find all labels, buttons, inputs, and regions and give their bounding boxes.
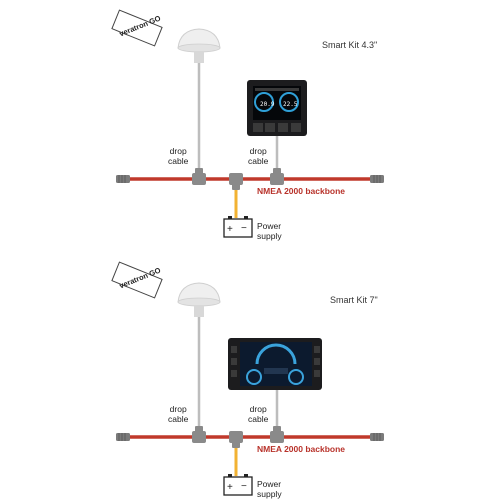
kit-title-7: Smart Kit 7" — [330, 295, 378, 305]
wiring-diagram-7: + − — [111, 261, 384, 496]
t-connector-3 — [270, 431, 284, 443]
antenna-dome — [177, 282, 221, 317]
svg-text:+: + — [227, 482, 233, 493]
display-4-3: 20.9 22.5 — [247, 80, 307, 136]
t-connector-2 — [229, 173, 243, 185]
nmea-backbone — [116, 175, 384, 183]
antenna-dome — [177, 28, 221, 63]
backbone-label: NMEA 2000 backbone — [257, 186, 346, 196]
left-terminator — [116, 433, 130, 441]
battery-icon: + − — [223, 216, 253, 238]
t-connectors — [192, 168, 284, 190]
antenna-tag-card — [111, 261, 163, 299]
kit-title-4-3: Smart Kit 4.3" — [322, 40, 378, 50]
svg-text:−: − — [241, 223, 247, 234]
t-connector-1 — [192, 431, 206, 443]
display-readout-1: 20.9 — [260, 101, 275, 108]
t-connectors — [192, 426, 284, 448]
antenna-tag-card — [111, 9, 163, 47]
display-7 — [228, 338, 322, 390]
t-connector-3 — [270, 173, 284, 185]
wiring-diagram-4-3: 20.9 22.5 + − — [111, 9, 384, 238]
left-terminator — [116, 175, 130, 183]
t-connector-2 — [229, 431, 243, 443]
panel-smart-kit-4-3: 20.9 22.5 + − veratron GO Smart Kit 4.3"… — [111, 9, 384, 241]
backbone-label: NMEA 2000 backbone — [257, 444, 346, 454]
display-readout-2: 22.5 — [283, 101, 298, 108]
nmea-backbone — [116, 433, 384, 441]
svg-text:−: − — [241, 481, 247, 492]
t-connector-1 — [192, 173, 206, 185]
battery-icon: + − — [223, 474, 253, 496]
svg-text:+: + — [227, 224, 233, 235]
